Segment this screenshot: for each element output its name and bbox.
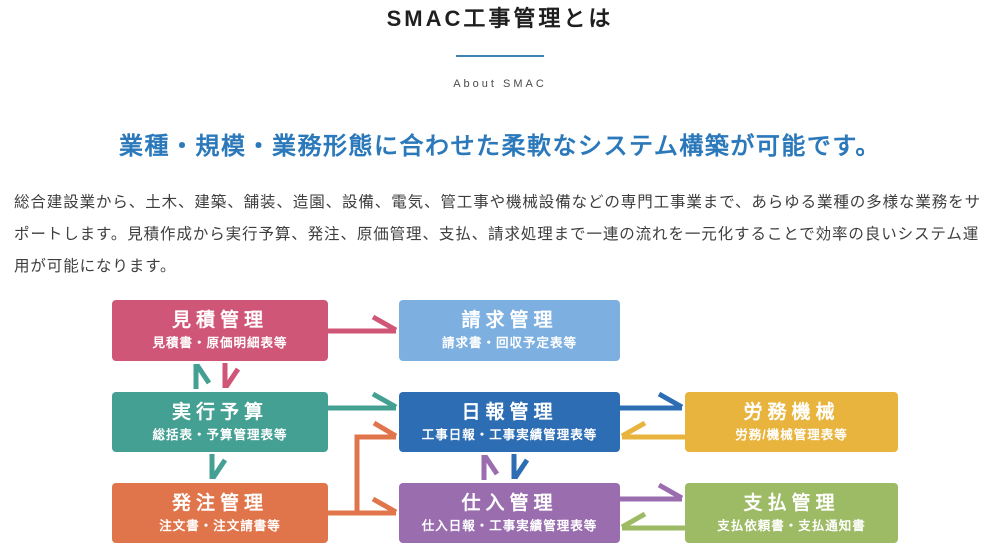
box-subtitle: 仕入日報・工事実績管理表等 bbox=[421, 518, 598, 533]
arrow-order-to-purchase bbox=[328, 496, 398, 516]
box-title: 実行予算 bbox=[171, 401, 268, 423]
box-subtitle: 支払依頼書・支払通知書 bbox=[717, 518, 866, 533]
box-subtitle: 総括表・予算管理表等 bbox=[152, 427, 288, 442]
intro-paragraph: 総合建設業から、土木、建築、舗装、造園、設備、電気、管工事や機械設備などの専門工… bbox=[14, 194, 981, 275]
arrow-daily-to-purchase-icon bbox=[511, 454, 530, 480]
lead-heading: 業種・規模・業務形態に合わせた柔軟なシステム構築が可能です。 bbox=[119, 133, 881, 160]
arrow-budget-to-estimate-icon bbox=[193, 363, 212, 389]
diagram-box-purchase: 仕入管理 仕入日報・工事実績管理表等 bbox=[399, 483, 620, 543]
diagram-box-payment: 支払管理 支払依頼書・支払通知書 bbox=[685, 483, 898, 543]
arrow-payment-to-purchase bbox=[620, 511, 685, 531]
arrow-estimate-to-billing bbox=[328, 314, 398, 334]
arrow-labor-to-daily bbox=[620, 420, 685, 440]
box-subtitle: 労務/機械管理表等 bbox=[735, 427, 848, 442]
diagram-box-estimate: 見積管理 見積書・原価明細表等 bbox=[112, 300, 328, 361]
title-divider bbox=[456, 55, 544, 57]
box-subtitle: 工事日報・工事実績管理表等 bbox=[421, 427, 598, 442]
box-subtitle: 請求書・回収予定表等 bbox=[441, 336, 577, 350]
section-subtitle: About SMAC bbox=[453, 78, 547, 90]
box-title: 日報管理 bbox=[461, 401, 558, 423]
diagram-box-billing: 請求管理 請求書・回収予定表等 bbox=[399, 300, 620, 361]
arrow-order-to-daily-branch bbox=[354, 420, 398, 513]
box-title: 請求管理 bbox=[461, 310, 558, 331]
arrow-purchase-to-payment bbox=[620, 482, 684, 502]
arrow-budget-to-order-icon bbox=[209, 454, 228, 480]
box-title: 発注管理 bbox=[171, 492, 268, 514]
page-title: SMAC工事管理とは bbox=[386, 6, 614, 31]
box-title: 見積管理 bbox=[171, 310, 268, 331]
box-subtitle: 注文書・注文請書等 bbox=[159, 518, 281, 533]
arrow-budget-to-daily bbox=[328, 391, 398, 411]
diagram-box-order: 発注管理 注文書・注文請書等 bbox=[112, 483, 328, 543]
diagram-box-labor-machine: 労務機械 労務/機械管理表等 bbox=[685, 392, 898, 452]
arrow-purchase-to-daily-icon bbox=[481, 454, 500, 480]
box-title: 仕入管理 bbox=[461, 492, 558, 514]
arrow-daily-to-labor bbox=[620, 391, 684, 411]
box-title: 支払管理 bbox=[743, 492, 840, 514]
box-subtitle: 見積書・原価明細表等 bbox=[152, 336, 288, 350]
diagram-box-budget: 実行予算 総括表・予算管理表等 bbox=[112, 392, 328, 452]
diagram-box-daily-report: 日報管理 工事日報・工事実績管理表等 bbox=[399, 392, 620, 452]
arrow-estimate-to-budget-icon bbox=[222, 363, 241, 389]
box-title: 労務機械 bbox=[743, 401, 840, 423]
